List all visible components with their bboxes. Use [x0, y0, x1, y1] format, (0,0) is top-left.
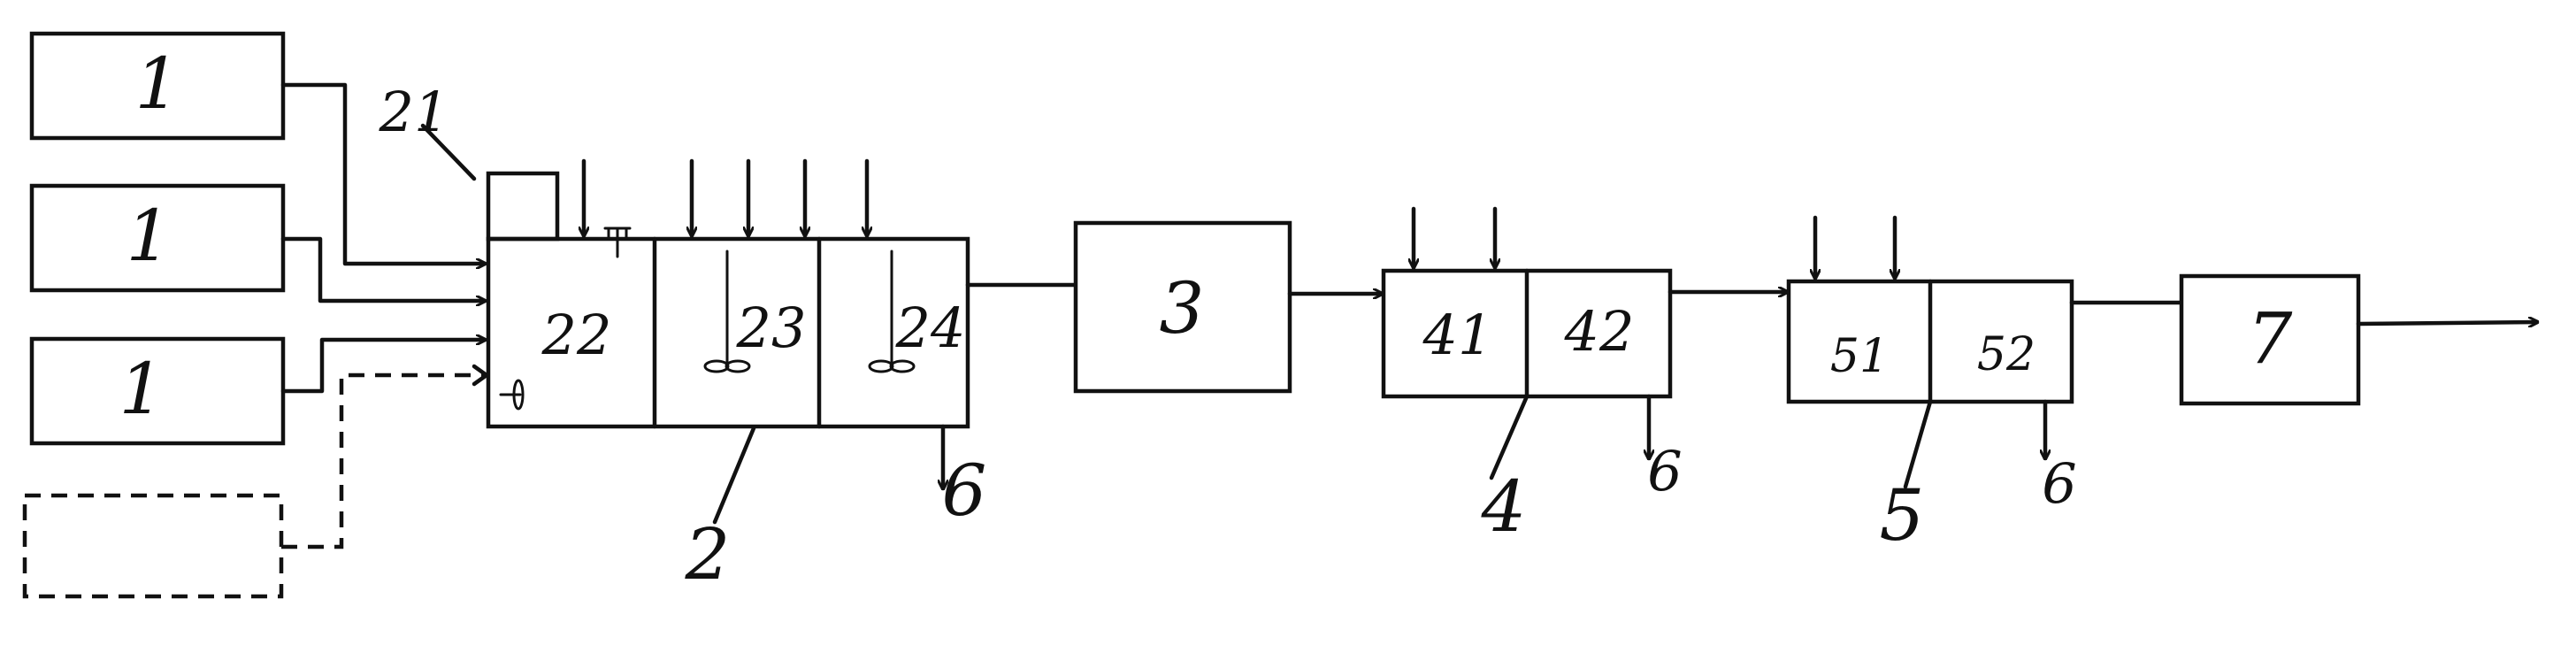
group-5-label: 5: [1880, 474, 1925, 557]
unit-7-box: [2179, 273, 2361, 406]
tank-2-label: 2: [685, 513, 731, 595]
feed-line-1: [280, 82, 487, 264]
agitator-icon-24: [868, 250, 916, 373]
tank-inlet-fitting: [603, 227, 632, 258]
group-5-leader: [1903, 399, 1933, 489]
agitator-icon-23: [703, 250, 751, 373]
outlet-6-label-b: 6: [1647, 439, 1682, 503]
unit-7-label: 7: [2248, 297, 2293, 380]
tank-2-leader: [712, 426, 756, 525]
outlet-6-label-c: 6: [2042, 451, 2076, 516]
unit-21-label: 21: [379, 80, 449, 144]
feed-line-optional-arrowhead: [472, 364, 489, 387]
source-label-mid: 1: [126, 195, 172, 277]
feed-line-2: [280, 236, 487, 301]
unit-51-label: 51: [1830, 330, 1889, 383]
final-output-arrow: [2356, 322, 2540, 324]
unit-42-label: 42: [1564, 299, 1635, 364]
outlet-6-label-a: 6: [942, 449, 987, 532]
unit-3-label: 3: [1160, 267, 1205, 350]
unit-21-box: [486, 171, 560, 242]
unit-21-leader: [420, 123, 477, 181]
group-4-leader: [1489, 394, 1530, 480]
unit-41-label: 41: [1422, 303, 1493, 367]
agitator-icon-22: [499, 379, 525, 411]
unit-23-label: 23: [736, 296, 807, 360]
unit-22-label: 22: [541, 303, 612, 367]
unit-52-label: 52: [1977, 328, 2036, 381]
unit-3-box: [1073, 220, 1292, 394]
group-4-label: 4: [1481, 465, 1527, 548]
source-label-bottom: 1: [119, 348, 165, 430]
unit-24-label: 24: [895, 296, 966, 360]
optional-source-box: [22, 493, 284, 599]
source-label-top: 1: [135, 42, 180, 125]
feed-line-3: [280, 340, 487, 394]
feed-line-optional: [281, 373, 485, 549]
tank-2: [486, 236, 970, 429]
